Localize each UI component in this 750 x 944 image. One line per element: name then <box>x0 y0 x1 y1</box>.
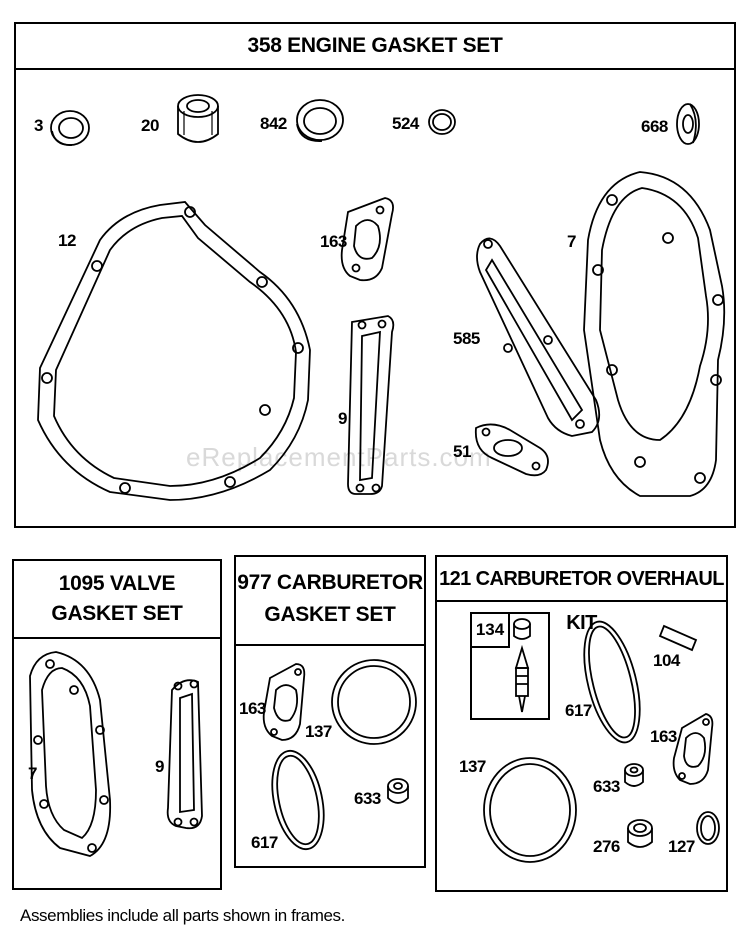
needle-seat-subframe: 134 <box>470 612 550 720</box>
overhaul-label-part-104: 104 <box>653 651 680 670</box>
engine-gasket-set-title-text: 358 ENGINE GASKET SET <box>247 34 503 57</box>
engine-gasket-set-title: 358 ENGINE GASKET SET <box>16 24 734 70</box>
overhaul-label-part-276: 276 <box>593 837 620 856</box>
subframe-label-134: 134 <box>472 614 510 648</box>
label-part-3: 3 <box>34 116 43 135</box>
valve-title-line2: GASKET SET <box>51 602 183 625</box>
valve-label-part-7: 7 <box>28 764 37 783</box>
valve-label-part-9: 9 <box>155 757 164 776</box>
carb-gasket-title-line2: GASKET SET <box>264 603 396 626</box>
overhaul-label-part-163: 163 <box>650 727 677 746</box>
carburetor-overhaul-kit-title: 121 CARBURETOR OVERHAUL KIT <box>437 557 726 634</box>
label-part-524: 524 <box>392 114 419 133</box>
label-part-51: 51 <box>453 442 471 461</box>
label-part-9: 9 <box>338 409 347 428</box>
valve-gasket-set-frame: 1095 VALVE GASKET SET <box>12 559 222 890</box>
label-part-842: 842 <box>260 114 287 133</box>
carb-label-part-163: 163 <box>239 699 266 718</box>
carb-gasket-title-line1: 977 CARBURETOR <box>237 571 423 594</box>
overhaul-label-part-617: 617 <box>565 701 592 720</box>
watermark: eReplacementParts.com <box>186 442 492 472</box>
valve-title-line1: 1095 VALVE <box>58 572 176 595</box>
carb-label-part-137: 137 <box>305 722 332 741</box>
label-part-585: 585 <box>453 329 480 348</box>
carburetor-gasket-set-title: 977 CARBURETOR GASKET SET <box>236 557 424 646</box>
overhaul-label-part-633: 633 <box>593 777 620 796</box>
overhaul-label-part-137: 137 <box>459 757 486 776</box>
label-part-20: 20 <box>141 116 159 135</box>
carb-label-part-617: 617 <box>251 833 278 852</box>
label-part-668: 668 <box>641 117 668 136</box>
valve-gasket-set-title: 1095 VALVE GASKET SET <box>14 561 220 639</box>
carb-overhaul-title-text: 121 CARBURETOR OVERHAUL KIT <box>439 568 724 634</box>
label-part-7: 7 <box>567 232 576 251</box>
label-part-163: 163 <box>320 232 347 251</box>
overhaul-label-part-127: 127 <box>668 837 695 856</box>
label-part-12: 12 <box>58 231 76 250</box>
footnote: Assemblies include all parts shown in fr… <box>20 906 345 925</box>
carb-label-part-633: 633 <box>354 789 381 808</box>
